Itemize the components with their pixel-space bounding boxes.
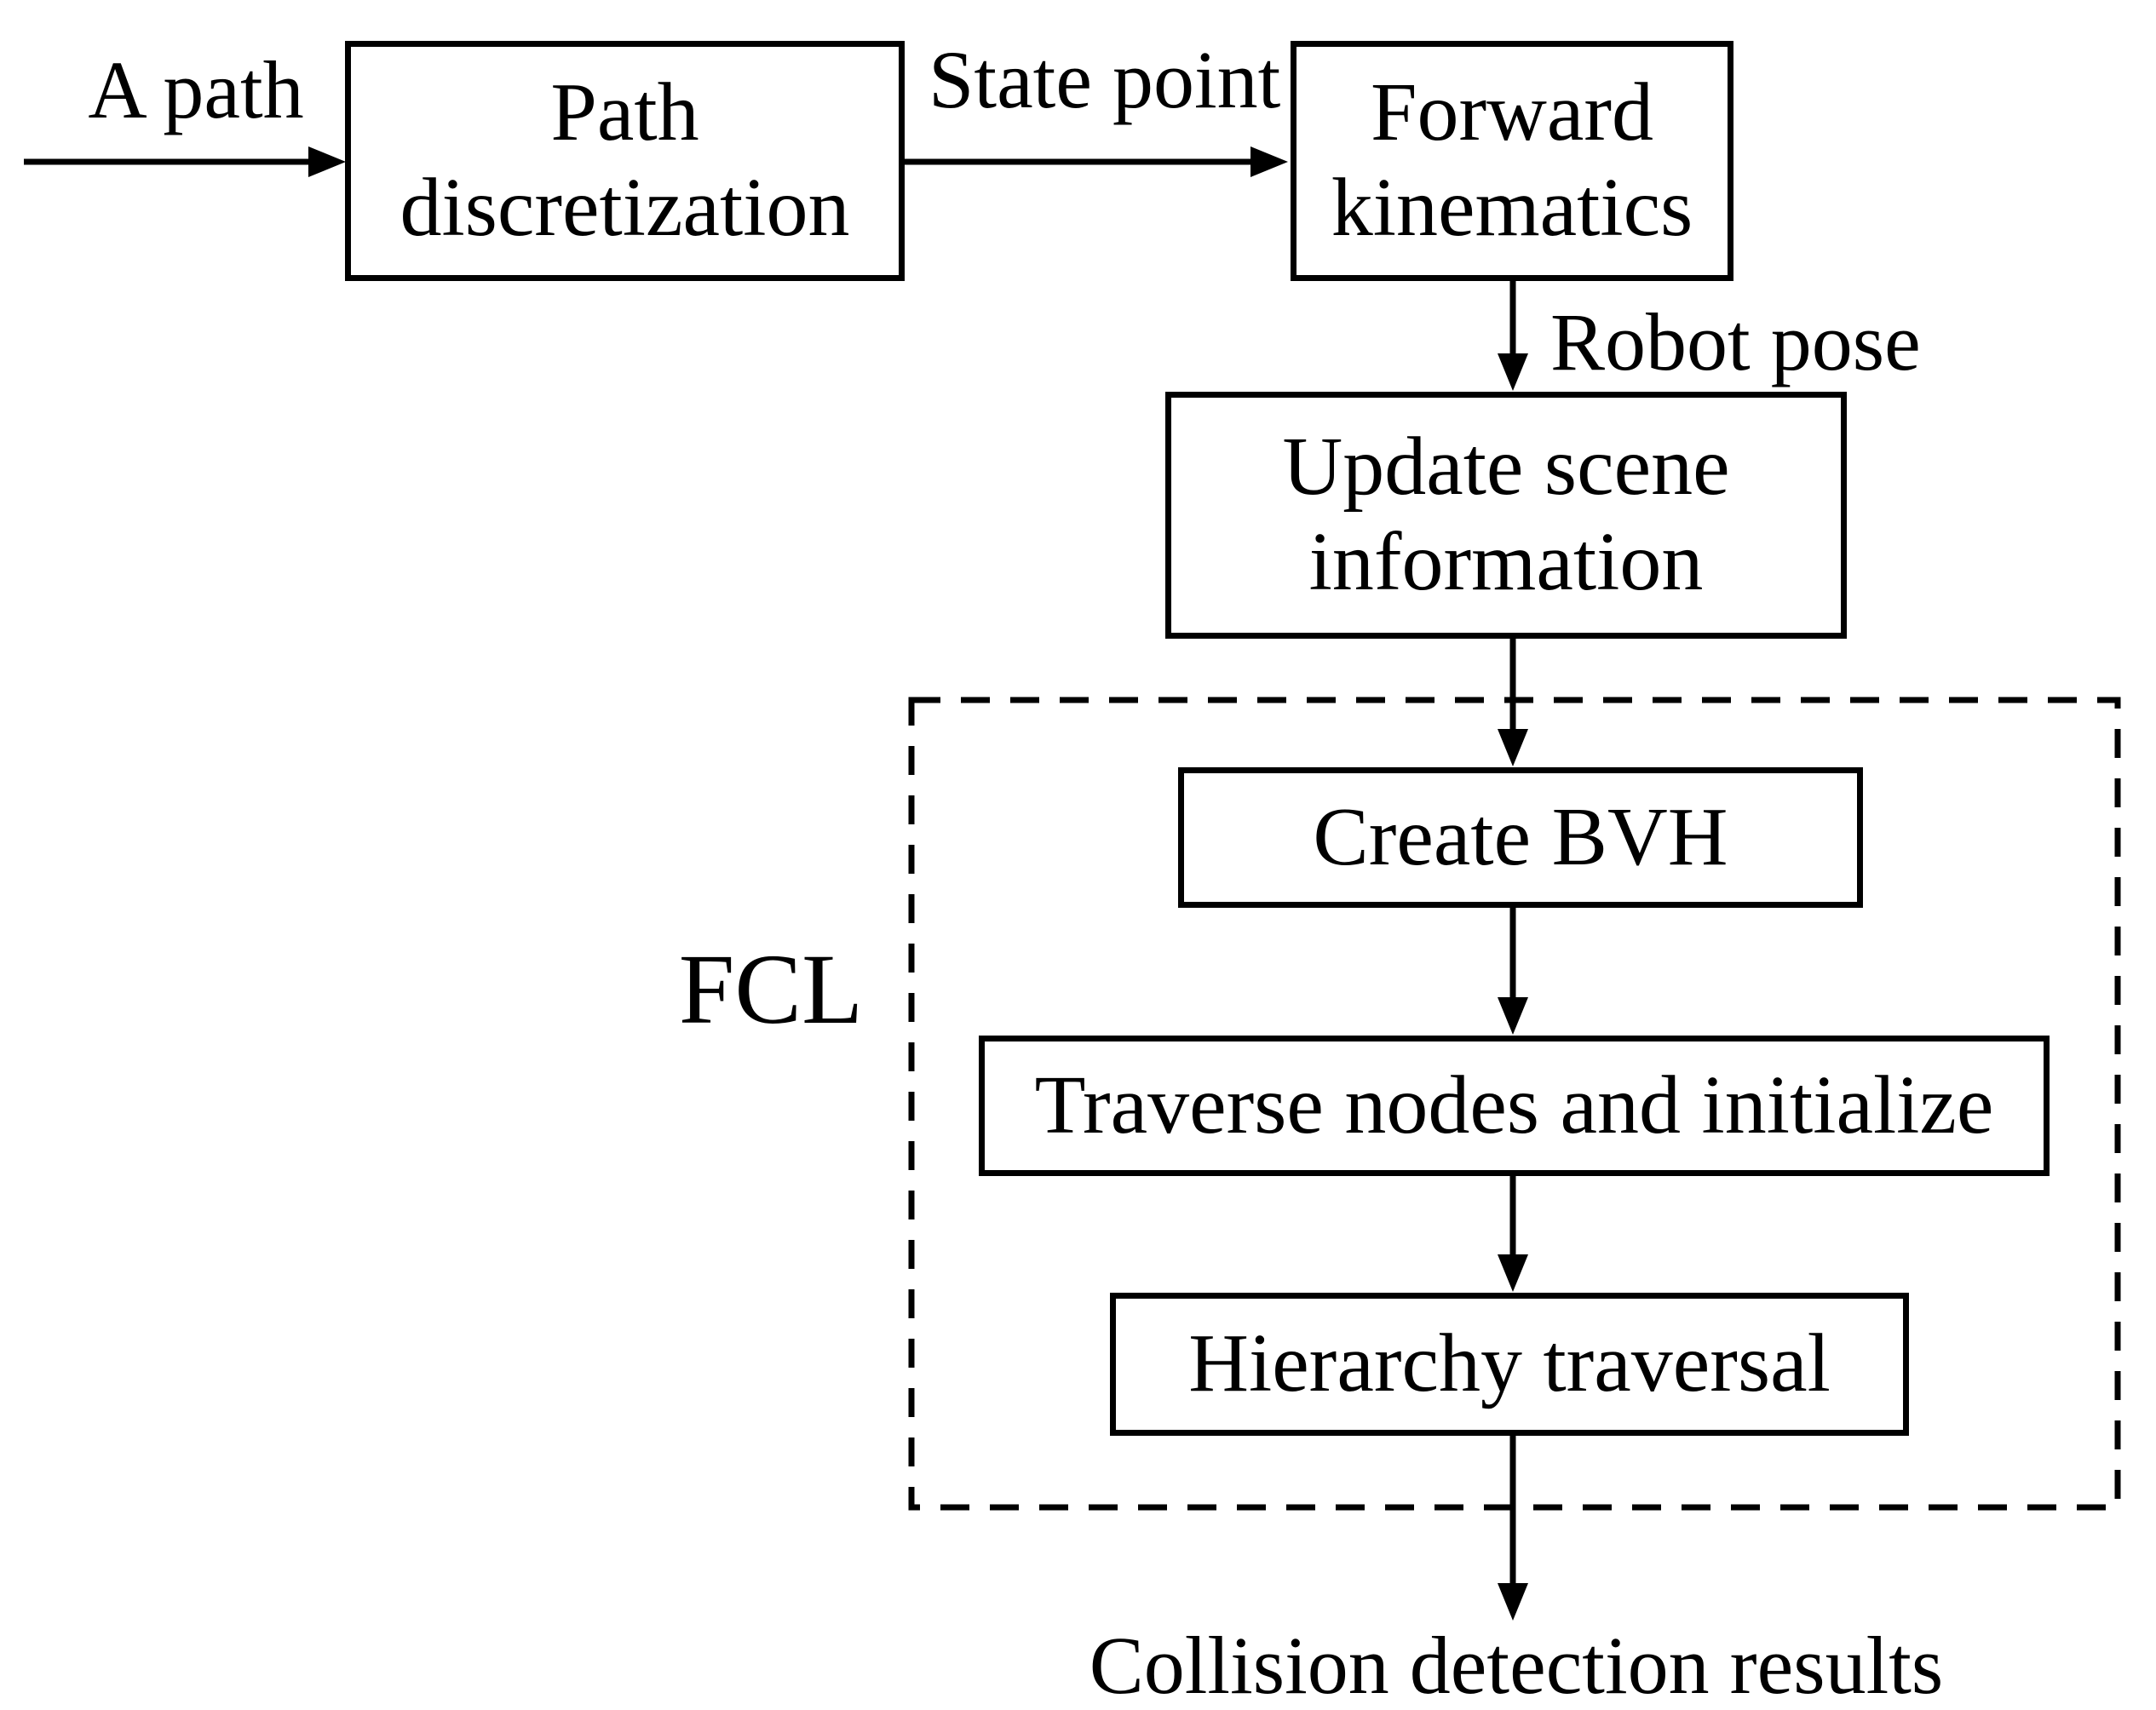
node-forward-kinematics: Forward kinematics <box>1291 41 1733 281</box>
arrow-input-head <box>308 146 346 177</box>
input-label: A path <box>88 44 304 135</box>
node-path-discretization-label: Path discretization <box>400 66 850 254</box>
node-traverse-nodes-and-initialize-label: Traverse nodes and initialize <box>1034 1059 1994 1151</box>
node-update-scene-information: Update scene information <box>1165 392 1847 639</box>
node-create-bvh: Create BVH <box>1178 767 1863 908</box>
node-hierarchy-traversal-label: Hierarchy traversal <box>1188 1317 1831 1410</box>
arrow-output-head <box>1498 1583 1528 1621</box>
arrow-bvh-to-traverse-head <box>1498 997 1528 1035</box>
arrow-robot-pose-head <box>1498 353 1528 391</box>
arrow-traverse-to-hierarchy-head <box>1498 1254 1528 1292</box>
node-create-bvh-label: Create BVH <box>1313 790 1728 883</box>
node-forward-kinematics-label: Forward kinematics <box>1331 66 1693 254</box>
output-label: Collision detection results <box>1089 1620 1944 1710</box>
node-hierarchy-traversal: Hierarchy traversal <box>1110 1293 1909 1436</box>
arrow-state-point-head <box>1250 146 1288 177</box>
node-update-scene-information-label: Update scene information <box>1282 421 1730 608</box>
arrow-update-to-bvh-head <box>1498 729 1528 766</box>
node-traverse-nodes-and-initialize: Traverse nodes and initialize <box>979 1036 2050 1176</box>
edge-label-robot-pose: Robot pose <box>1550 296 1921 387</box>
node-path-discretization: Path discretization <box>345 41 905 281</box>
edge-label-state-point: State point <box>929 34 1281 125</box>
fcl-group-label: FCL <box>678 933 864 1045</box>
